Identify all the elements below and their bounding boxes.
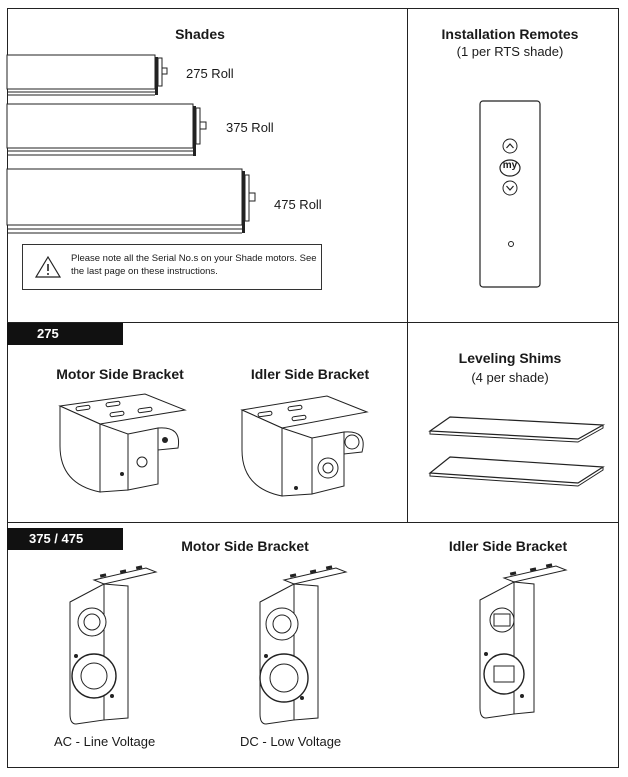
- divider-horizontal-1: [7, 322, 619, 323]
- remotes-title: Installation Remotes: [441, 26, 579, 42]
- my-button: [499, 159, 521, 177]
- serial-note-box: Please note all the Serial No.s on your …: [22, 244, 322, 290]
- shims-title: Leveling Shims: [458, 350, 562, 366]
- section-tag-375-475: 375 / 475: [7, 528, 123, 550]
- motor-bracket-275-illustration: [58, 393, 187, 493]
- motor-bracket-dc-illustration: [259, 565, 348, 725]
- warning-triangle-icon: [34, 255, 62, 278]
- divider-horizontal-2: [7, 522, 619, 523]
- my-button-label: my: [502, 160, 518, 171]
- page-frame: [7, 8, 619, 768]
- shade-roll-275: [6, 54, 168, 96]
- dc-low-voltage-label: DC - Low Voltage: [240, 734, 342, 749]
- idler-bracket-375-title: Idler Side Bracket: [448, 538, 568, 554]
- motor-bracket-275-title: Motor Side Bracket: [56, 366, 184, 382]
- idler-bracket-275-illustration: [240, 395, 369, 497]
- shade-roll-475: [6, 168, 256, 234]
- remote-indicator-light: [508, 241, 514, 247]
- idler-bracket-375-illustration: [479, 563, 568, 719]
- shade-roll-375: [6, 103, 207, 156]
- section-tag-275: 275: [7, 323, 123, 345]
- serial-note-text: Please note all the Serial No.s on your …: [71, 253, 317, 277]
- roll-label-475: 475 Roll: [274, 197, 322, 212]
- ac-line-voltage-label: AC - Line Voltage: [54, 734, 156, 749]
- chevron-up-icon: [502, 138, 518, 154]
- shades-title: Shades: [175, 26, 225, 42]
- chevron-down-icon: [502, 180, 518, 196]
- remotes-subtitle: (1 per RTS shade): [456, 44, 564, 59]
- roll-label-375: 375 Roll: [226, 120, 274, 135]
- idler-bracket-275-title: Idler Side Bracket: [250, 366, 370, 382]
- shims-subtitle: (4 per shade): [471, 370, 549, 385]
- leveling-shim-1: [428, 416, 606, 443]
- motor-bracket-ac-illustration: [69, 565, 158, 725]
- leveling-shim-2: [428, 456, 605, 487]
- divider-vertical-top: [407, 8, 408, 522]
- motor-bracket-375-title: Motor Side Bracket: [181, 538, 309, 554]
- roll-label-275: 275 Roll: [186, 66, 234, 81]
